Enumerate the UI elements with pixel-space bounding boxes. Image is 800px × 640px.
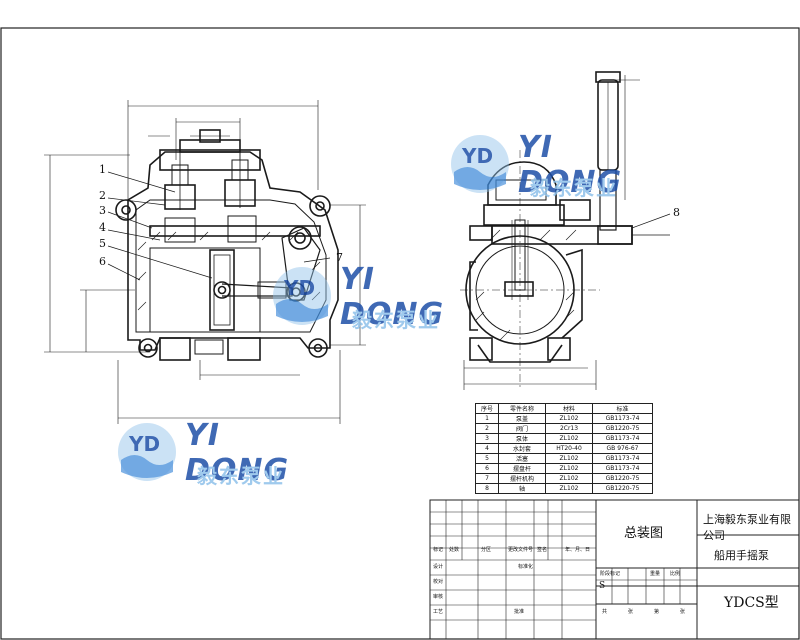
tb-std-label: 标准化	[518, 564, 534, 570]
part-label-6: 6	[99, 255, 106, 268]
parts-table-header: 序号 零件名称 材料 标准	[475, 403, 653, 414]
watermark-brand-en: YI DONG	[340, 262, 445, 332]
tb-mid-label: 比例	[670, 571, 681, 577]
part-label-5: 5	[99, 237, 106, 250]
table-cell: GB1173-74	[592, 463, 653, 474]
scale-letter: S	[599, 581, 606, 591]
table-header-cell: 零件名称	[498, 403, 546, 414]
table-cell: 摆盘杆	[498, 463, 546, 474]
table-cell: 4	[475, 443, 499, 454]
title-block-frame	[429, 499, 800, 640]
watermark-brand-en: YI DONG	[185, 418, 290, 488]
watermark-logo-text: YD	[284, 276, 316, 300]
table-header-cell: 材料	[545, 403, 593, 414]
watermark-3: YD YI DONG 毅东泵业	[115, 418, 335, 488]
company-name: 上海毅东泵业有限公司	[703, 513, 791, 542]
table-cell: 轴	[498, 483, 546, 494]
table-cell: ZL102	[545, 453, 593, 464]
watermark-brand-cn: 毅东泵业	[352, 308, 440, 332]
table-cell: ZL102	[545, 463, 593, 474]
watermark-brand-en: YI DONG	[518, 130, 623, 200]
table-cell: GB1220-75	[592, 423, 653, 434]
part-label-4: 4	[99, 221, 106, 234]
tb-col-label: 分区	[481, 547, 492, 553]
watermark-logo-icon	[451, 135, 509, 193]
drawing-frame	[0, 27, 800, 640]
drawing-title: 总装图	[624, 526, 664, 541]
table-cell: 3	[475, 433, 499, 444]
tb-sheet-label: 张	[628, 609, 634, 615]
tb-row-label: 审核	[433, 594, 444, 600]
table-cell: 活塞	[498, 453, 546, 464]
tb-col-label: 更改文件号	[508, 547, 534, 553]
watermark-logo-text: YD	[129, 432, 161, 456]
tb-sheet-label: 第	[654, 609, 660, 615]
table-cell: 2	[475, 423, 499, 434]
front-view	[44, 100, 366, 424]
tb-col-label: 年、月、日	[565, 547, 591, 553]
table-cell: 6	[475, 463, 499, 474]
part-label-1: 1	[99, 163, 106, 176]
table-cell: 2Cr13	[545, 423, 593, 434]
table-cell: 泵盖	[498, 413, 546, 424]
part-label-7: 7	[336, 251, 343, 264]
watermark-logo-icon	[118, 423, 176, 481]
part-label-2: 2	[99, 189, 106, 202]
table-cell: GB 976-67	[592, 443, 653, 454]
tb-col-label: 处数	[449, 547, 460, 553]
table-cell: 5	[475, 453, 499, 464]
watermark-logo-text: YD	[462, 144, 494, 168]
table-header-cell: 标准	[592, 403, 653, 414]
product-name: 船用手摇泵	[714, 549, 769, 562]
watermark-1: YD YI DONG 毅东泵业	[448, 130, 668, 200]
table-cell: HT20-40	[545, 443, 593, 454]
table-cell: ZL102	[545, 413, 593, 424]
tb-sheet-label: 共	[602, 609, 608, 615]
tb-sheet-label: 张	[680, 609, 686, 615]
table-cell: GB1173-74	[592, 413, 653, 424]
table-cell: GB1220-75	[592, 483, 653, 494]
table-header-cell: 序号	[475, 403, 499, 414]
tb-mid-label: 阶段标记	[600, 571, 621, 577]
table-cell: ZL102	[545, 433, 593, 444]
part-label-8: 8	[673, 206, 680, 219]
tb-approve-label: 批准	[514, 609, 525, 615]
table-cell: 1	[475, 413, 499, 424]
watermark-2: YD YI DONG 毅东泵业	[270, 262, 490, 332]
table-cell: GB1173-74	[592, 453, 653, 464]
watermark-brand-cn: 毅东泵业	[197, 464, 285, 488]
table-cell: GB1220-75	[592, 473, 653, 484]
tb-row-label: 校对	[433, 579, 444, 585]
table-cell: GB1173-74	[592, 433, 653, 444]
table-cell: ZL102	[545, 473, 593, 484]
tb-row-label: 工艺	[433, 609, 444, 615]
tb-row-label: 设计	[433, 564, 444, 570]
part-label-3: 3	[99, 204, 106, 217]
watermark-brand-cn: 毅东泵业	[530, 176, 618, 200]
tb-mid-label: 重量	[650, 571, 661, 577]
table-cell: 摆杆机构	[498, 473, 546, 484]
side-view	[460, 71, 671, 390]
tb-col-label: 签名	[537, 547, 548, 553]
watermark-logo-icon	[273, 267, 331, 325]
table-cell: 泵体	[498, 433, 546, 444]
table-cell: 8	[475, 483, 499, 494]
table-cell: 7	[475, 473, 499, 484]
table-cell: 阀门	[498, 423, 546, 434]
table-cell: ZL102	[545, 483, 593, 494]
table-cell: 水封套	[498, 443, 546, 454]
model-code: YDCS型	[724, 595, 779, 611]
tb-col-label: 标记	[433, 547, 444, 553]
